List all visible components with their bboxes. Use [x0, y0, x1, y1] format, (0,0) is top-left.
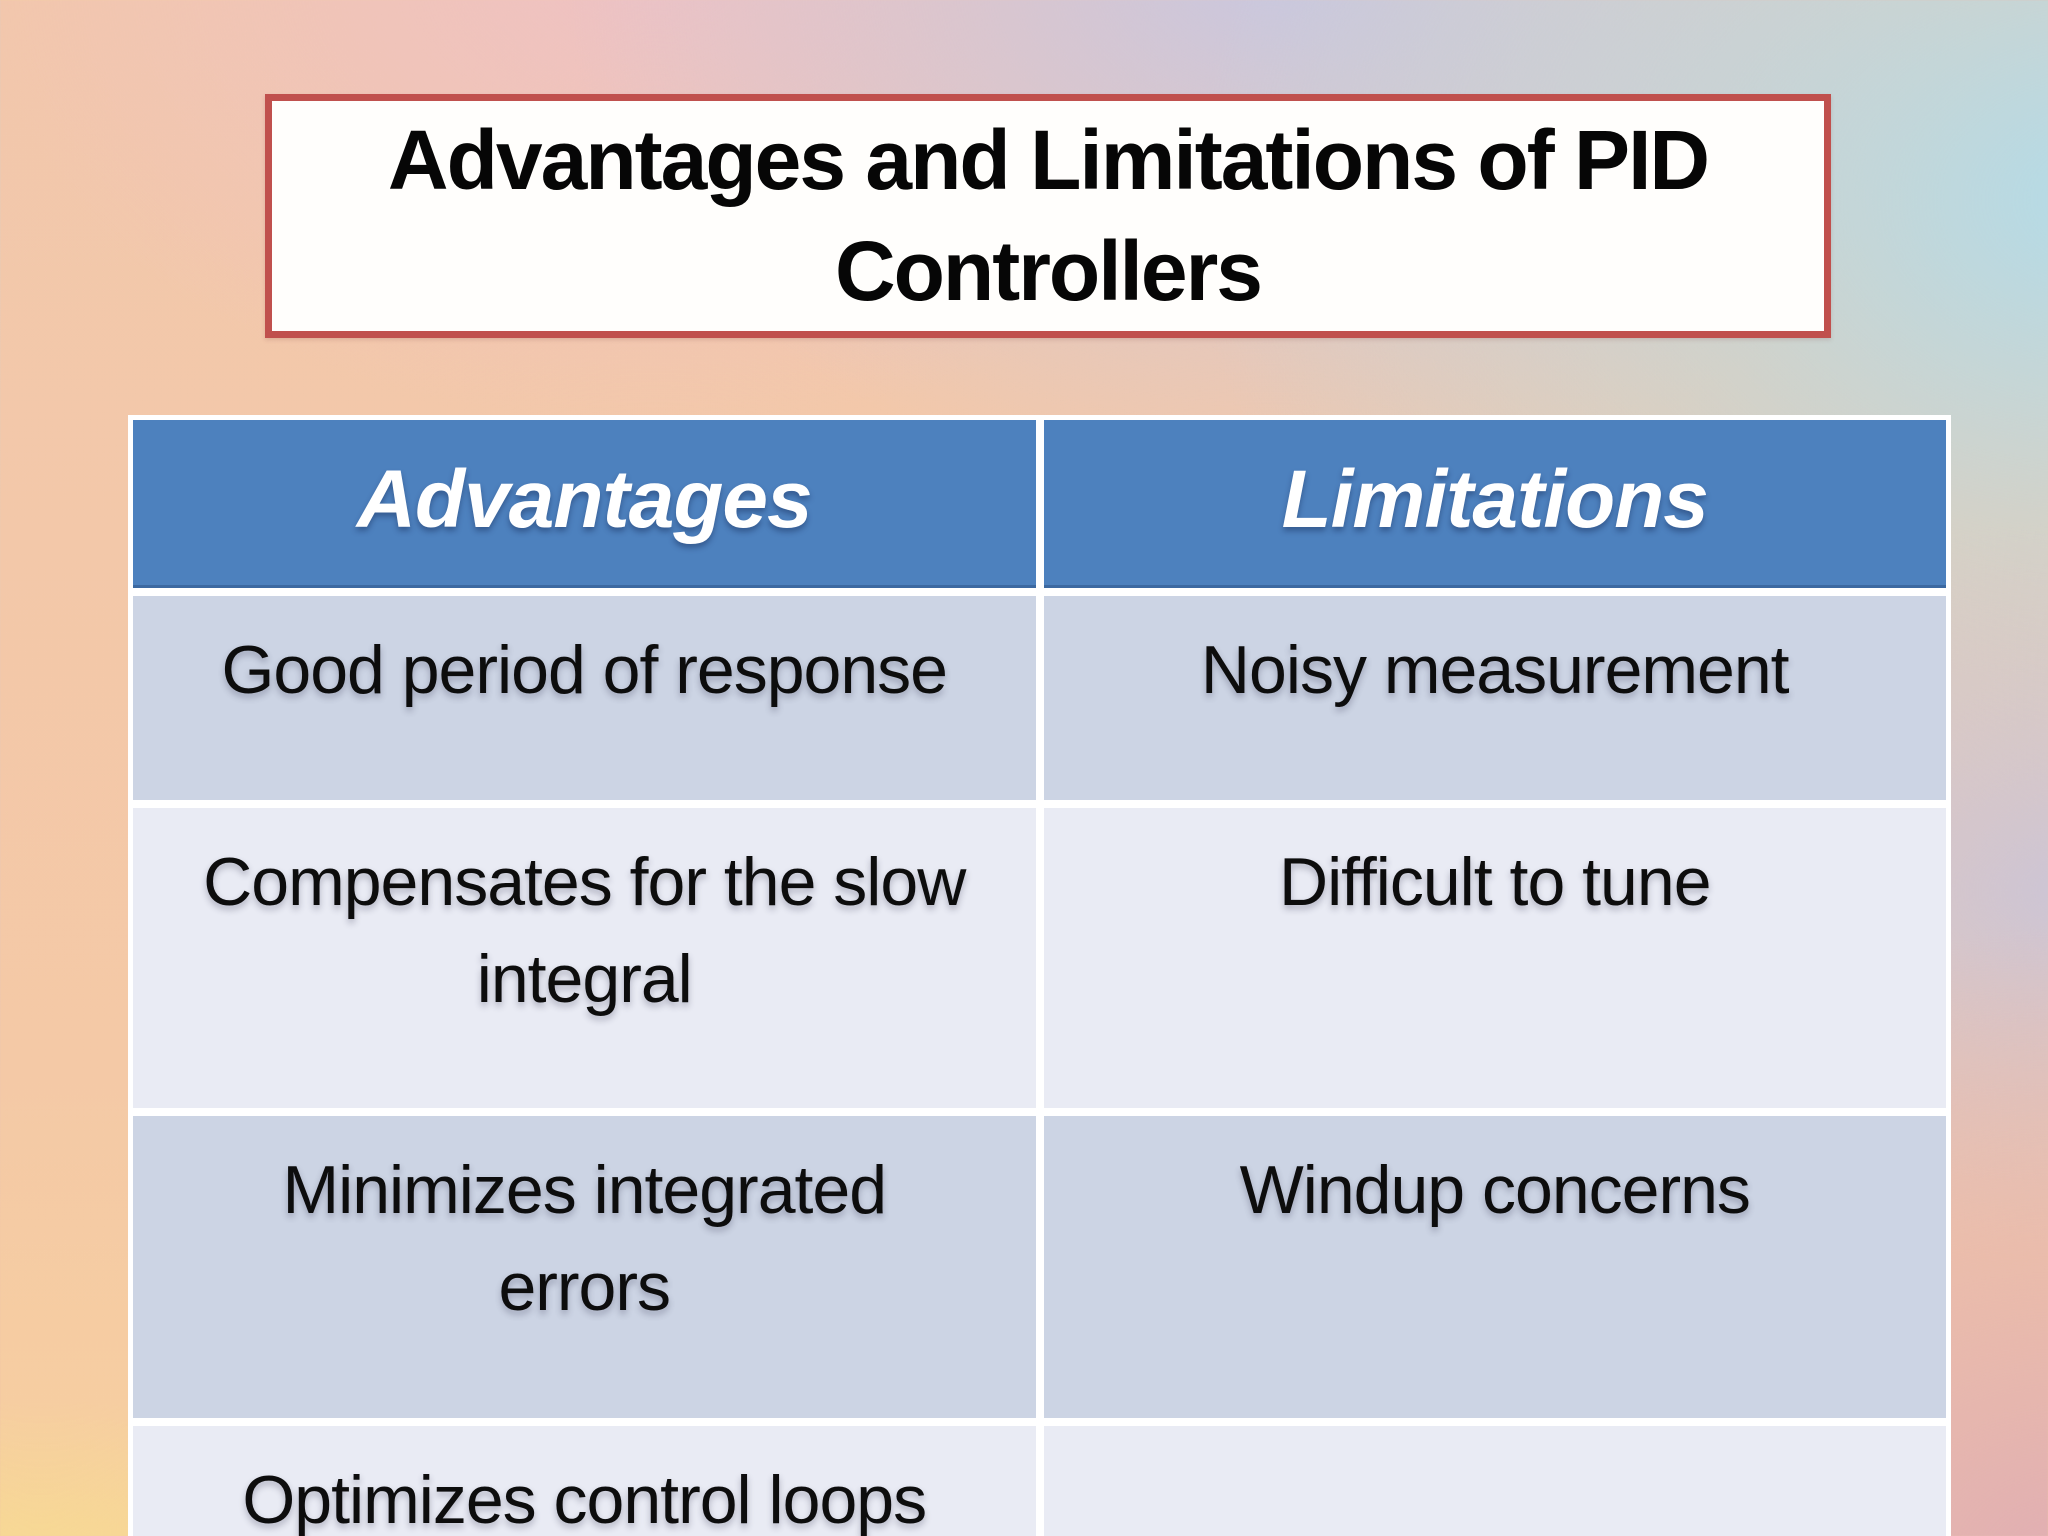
table-header-advantages: Advantages	[133, 420, 1036, 588]
table-cell-limitation-4	[1043, 1426, 1946, 1536]
title-box: Advantages and Limitations of PID Contro…	[265, 94, 1831, 338]
table-cell-advantage-3: Minimizes integrated errors	[133, 1116, 1036, 1418]
table-cell-advantage-2: Compensates for the slow integral	[133, 808, 1036, 1108]
table-cell-limitation-2: Difficult to tune	[1043, 808, 1946, 1108]
table-cell-limitation-1: Noisy measurement	[1043, 596, 1946, 800]
slide-title: Advantages and Limitations of PID Contro…	[387, 113, 1710, 318]
comparison-table: Advantages Limitations Good period of re…	[128, 415, 1951, 1536]
table-cell-limitation-3: Windup concerns	[1043, 1116, 1946, 1418]
table-cell-advantage-1: Good period of response	[133, 596, 1036, 800]
table-header-limitations: Limitations	[1043, 420, 1946, 588]
table-cell-advantage-4: Optimizes control loops	[133, 1426, 1036, 1536]
